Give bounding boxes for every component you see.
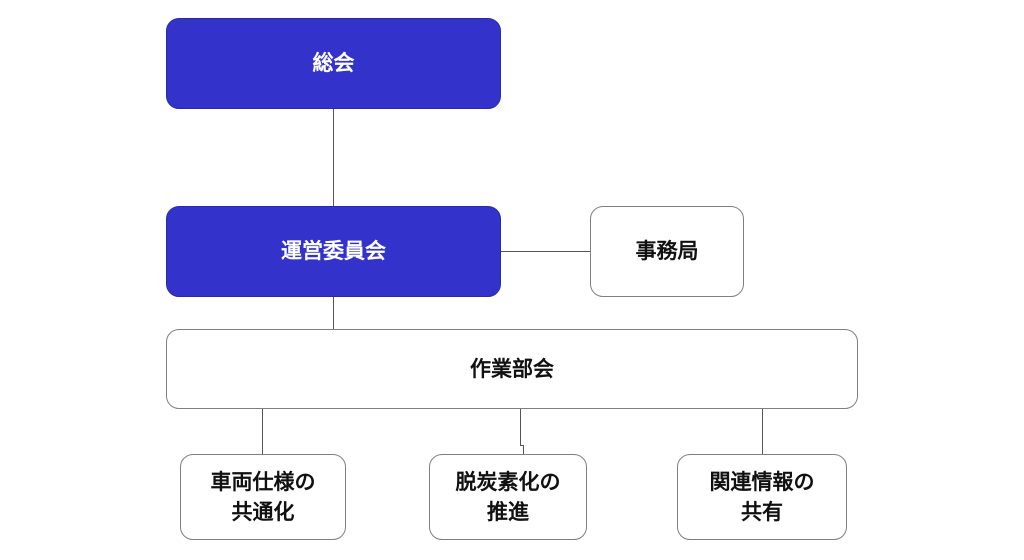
group-label-decarbonization: 脱炭素化の 推進 xyxy=(455,469,561,524)
connector-committee-to-secretariat xyxy=(501,251,590,253)
group-box-vehicle-spec: 車両仕様の 共通化 xyxy=(180,454,346,540)
general-assembly-label: 総会 xyxy=(312,51,355,76)
connector-assembly-to-committee xyxy=(333,109,335,206)
connector-working-group-to-group-3 xyxy=(762,409,764,454)
group-box-info-sharing: 関連情報の 共有 xyxy=(677,454,847,540)
working-group-box: 作業部会 xyxy=(166,329,858,409)
connector-working-group-to-group-2-jog xyxy=(520,445,524,447)
group-label-info-sharing: 関連情報の 共有 xyxy=(709,469,815,524)
secretariat-box: 事務局 xyxy=(590,206,744,297)
steering-committee-box: 運営委員会 xyxy=(166,206,501,297)
connector-working-group-to-group-2 xyxy=(520,409,522,446)
secretariat-label: 事務局 xyxy=(635,239,699,264)
working-group-label: 作業部会 xyxy=(470,356,554,381)
connector-working-group-to-group-2-lower xyxy=(523,445,525,454)
connector-working-group-to-group-1 xyxy=(262,409,264,454)
group-label-vehicle-spec: 車両仕様の 共通化 xyxy=(210,469,316,524)
general-assembly-box: 総会 xyxy=(166,18,501,109)
steering-committee-label: 運営委員会 xyxy=(281,239,386,264)
connector-committee-to-working-group xyxy=(333,297,335,329)
group-box-decarbonization: 脱炭素化の 推進 xyxy=(429,454,587,540)
